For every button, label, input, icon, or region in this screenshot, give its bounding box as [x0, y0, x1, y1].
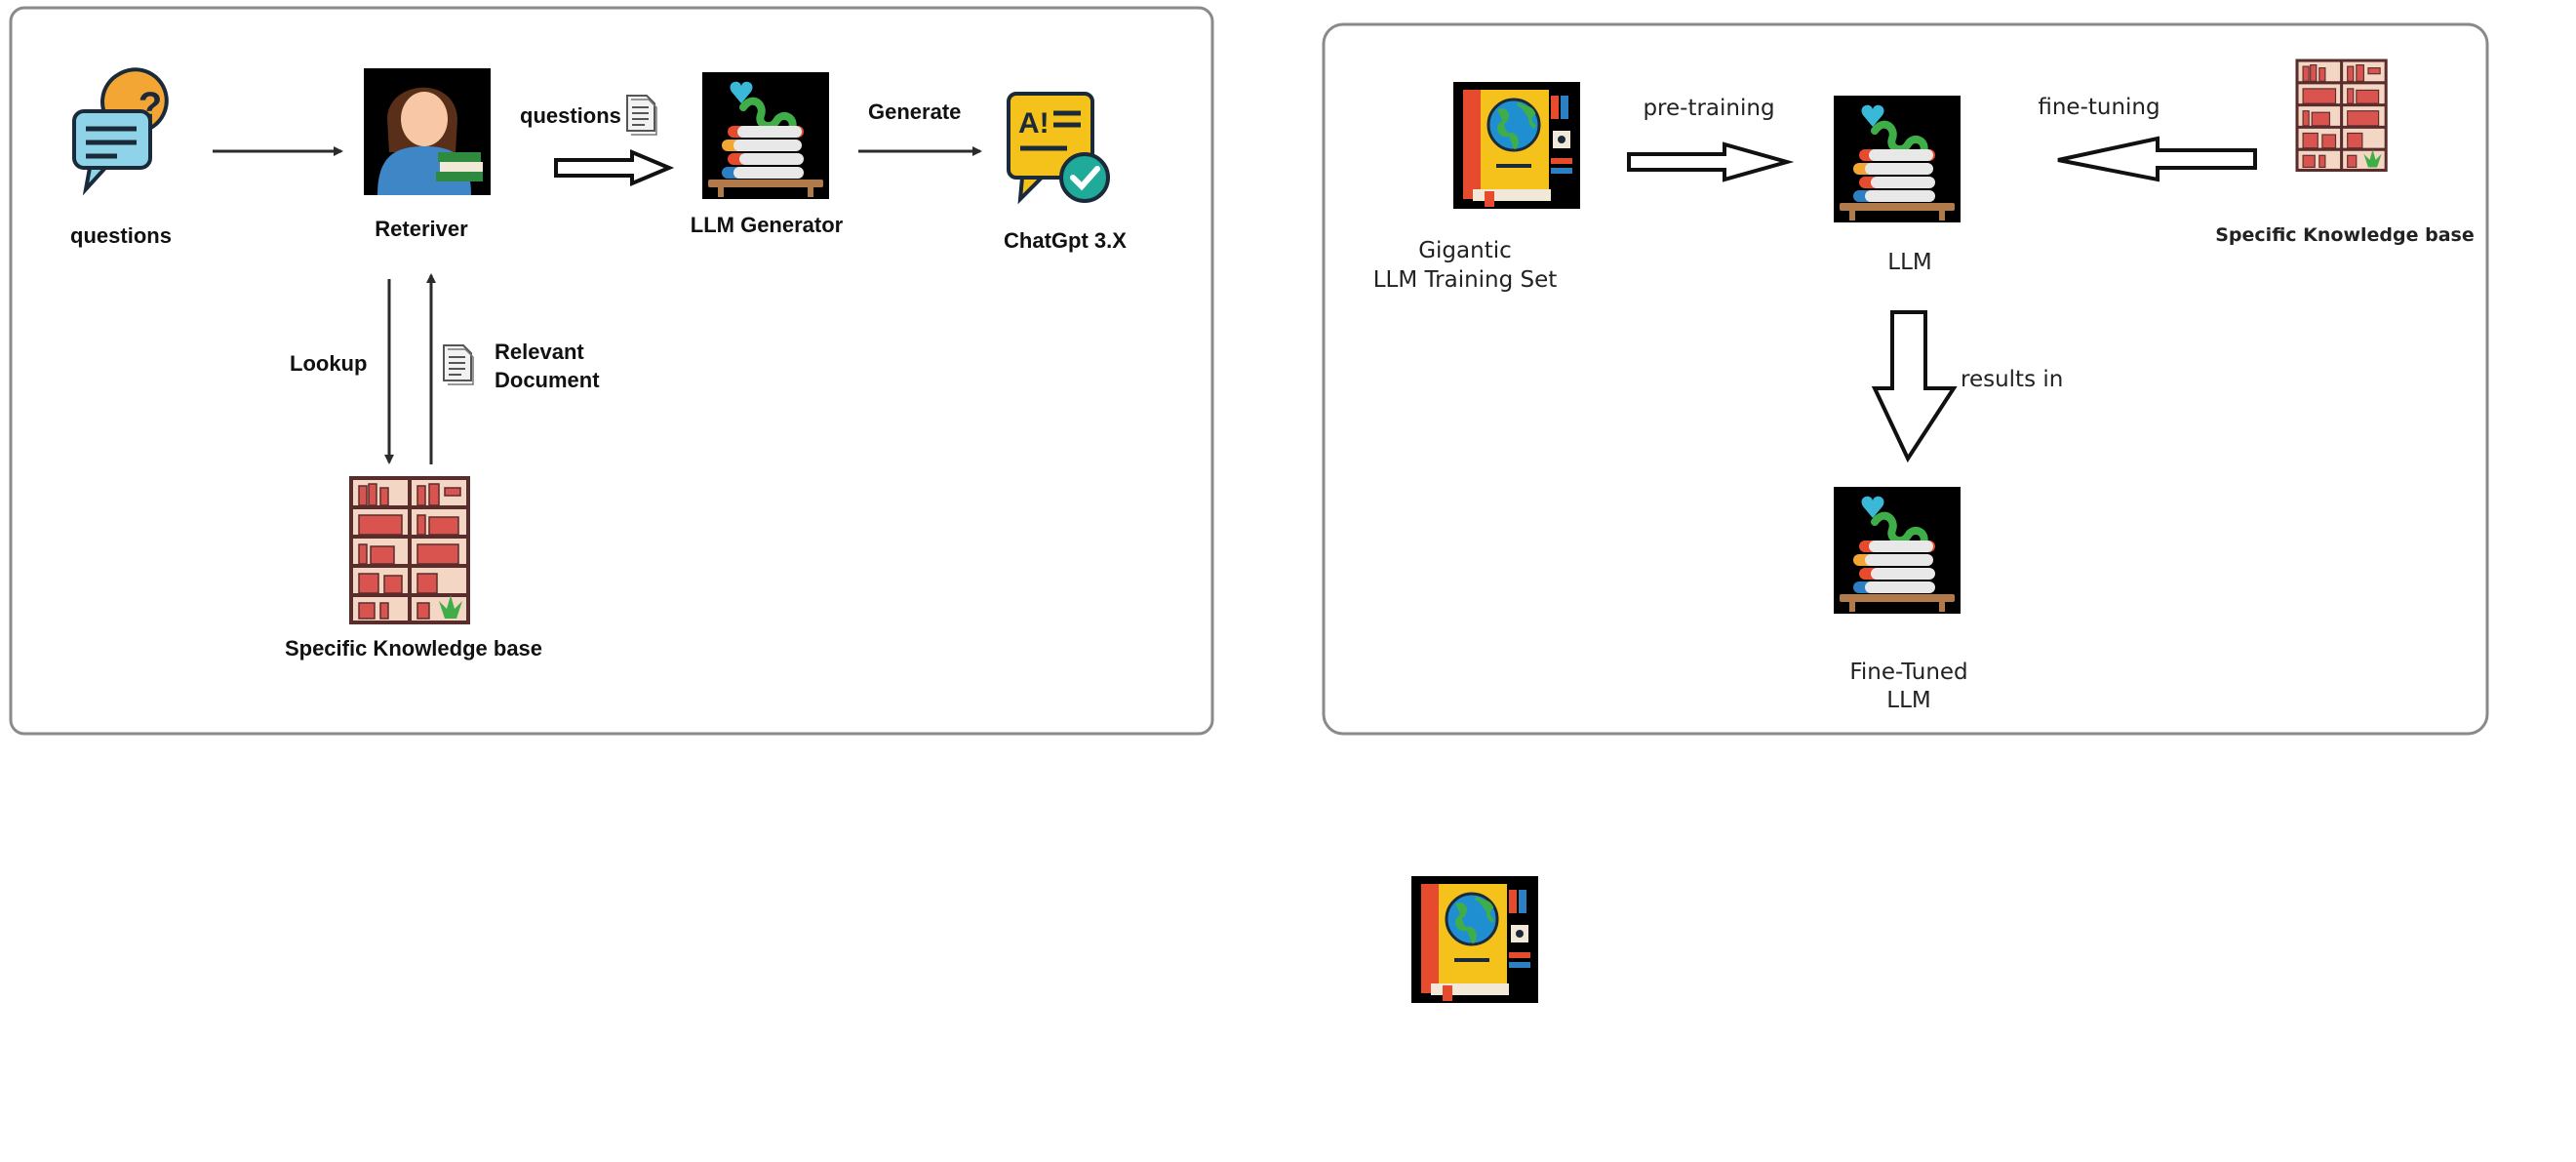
- ai-document-check-icon: A!: [1007, 92, 1110, 205]
- finetuned-line2: LLM: [1886, 688, 1930, 713]
- speech-question-icon: ?: [72, 67, 169, 196]
- retriever-label: Reteriver: [375, 217, 468, 241]
- pretraining-label: pre-training: [1643, 96, 1774, 121]
- training-set-line2: LLM Training Set: [1373, 267, 1558, 293]
- pretraining-arrow: [1627, 141, 1795, 182]
- relevant-doc-line1: Relevant: [495, 340, 584, 364]
- generate-label: Generate: [868, 100, 961, 124]
- questions-label: questions: [70, 223, 172, 248]
- output-label: ChatGpt 3.X: [1004, 228, 1127, 253]
- person-with-books-icon: [364, 68, 491, 195]
- rag-knowledge-base-label: Specific Knowledge base: [285, 636, 542, 661]
- finetuned-llm-icon: [1834, 487, 1961, 614]
- finetune-knowledge-base-label: Specific Knowledge base: [2215, 224, 2474, 246]
- llm-icon: [1834, 96, 1961, 222]
- stray-globe-book-icon: [1409, 874, 1540, 1005]
- finetuned-line1: Fine-Tuned: [1849, 660, 1967, 685]
- llm-generator-icon: [702, 72, 829, 199]
- globe-book-icon: [1451, 80, 1582, 211]
- finetuning-arrow: [2057, 136, 2257, 182]
- results-in-arrow: [1871, 310, 1958, 463]
- results-in-label: results in: [1961, 367, 2063, 392]
- relevant-document-icon: [443, 344, 474, 385]
- query-document-icon: [626, 95, 657, 136]
- training-set-line1: Gigantic: [1418, 238, 1512, 263]
- bookshelf-icon: [349, 476, 470, 624]
- finetuning-label: fine-tuning: [2038, 95, 2160, 120]
- lookup-label: Lookup: [290, 351, 367, 376]
- svg-text:A!: A!: [1018, 107, 1050, 140]
- finetune-bookshelf-icon: [2295, 59, 2388, 172]
- generator-label: LLM Generator: [691, 213, 844, 237]
- retriever-to-generator-arrow: [554, 148, 675, 187]
- llm-label: LLM: [1887, 250, 1931, 275]
- query-label: questions: [520, 103, 621, 128]
- relevant-doc-line2: Document: [495, 368, 600, 392]
- rag-panel: [9, 6, 1214, 736]
